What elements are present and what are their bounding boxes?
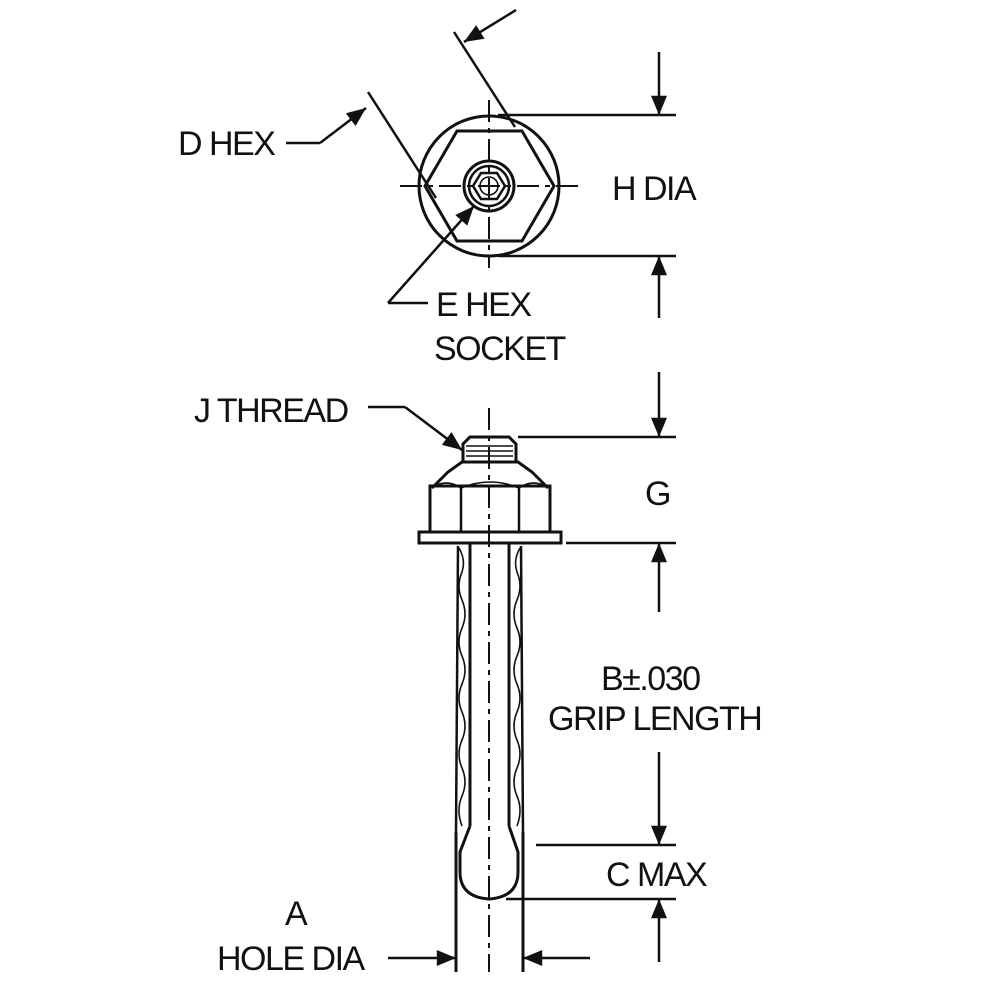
stud-end-inner [467,164,511,208]
wedge-clip-right-outer [519,545,525,833]
c-max-label: C MAX [606,856,707,894]
b-grip-length-dimension: B±.030 GRIP LENGTH [548,543,763,845]
a-label: A [285,895,308,933]
washer-outline [417,114,561,258]
top-view [400,100,578,268]
wedge-clip-right-dimples [513,547,521,827]
hex-nut-outline [423,129,556,243]
d-hex-arrow-2 [463,8,517,44]
d-hex-dimension: D HEX [178,8,517,199]
g-label: G [645,475,670,513]
socket-label: SOCKET [434,330,566,368]
d-hex-extension-1 [366,91,438,199]
a-hole-dia-dimension: A HOLE DIA [217,895,590,978]
nut-chamfer [430,460,550,490]
grip-length-label: GRIP LENGTH [548,700,761,738]
h-dia-dimension: H DIA [498,52,699,318]
nut-arc-mid [460,481,520,489]
e-hex-leader-arrow [387,205,475,304]
hole-dia-label: HOLE DIA [217,940,366,978]
e-hex-socket-callout: E HEX SOCKET [387,205,567,368]
e-hex-label: E HEX [436,286,531,324]
anchor-tip [458,825,520,901]
c-max-dimension: C MAX [506,843,709,962]
wedge-clip-left-dimples [458,547,466,827]
wedge-clip-left-outer [454,545,460,833]
hex-socket-inner [479,176,499,196]
j-thread-callout: J THREAD [194,392,463,451]
thread-stub-outline [461,435,518,462]
hex-socket-outline [471,171,507,201]
washer-side [417,530,563,545]
nut-arc-left [431,482,462,489]
h-dia-label: H DIA [612,170,697,208]
b-tolerance-label: B±.030 [601,660,700,698]
d-hex-label: D HEX [178,125,275,163]
d-hex-extension-2 [452,31,517,128]
d-hex-arrow-1 [319,107,367,144]
nut-arc-right [518,482,549,489]
side-view [417,408,563,972]
g-dimension: G [518,372,676,545]
stud-end-outline [462,159,516,213]
j-thread-leader-arrow [404,406,463,451]
j-thread-label: J THREAD [194,392,348,430]
